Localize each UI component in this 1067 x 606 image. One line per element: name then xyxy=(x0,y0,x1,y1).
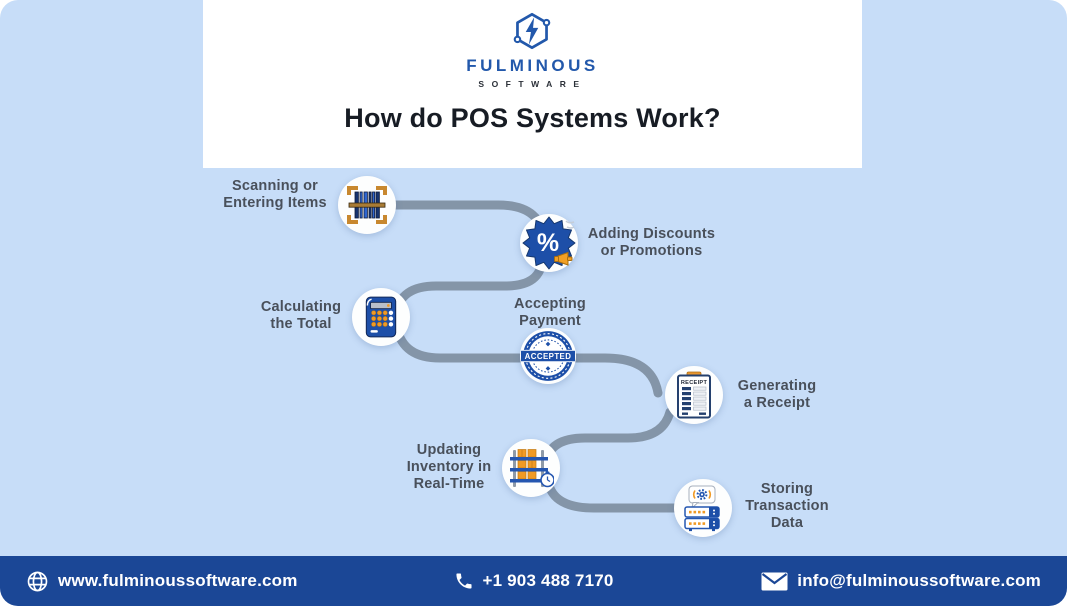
email-text: info@fulminoussoftware.com xyxy=(797,571,1041,590)
step-node-storing xyxy=(674,479,732,537)
step-node-discounts: % xyxy=(520,214,578,272)
step-label-discounts: Adding Discounts or Promotions xyxy=(587,226,716,259)
megaphone-glyph xyxy=(554,251,573,266)
website-text: www.fulminoussoftware.com xyxy=(58,571,298,590)
step-node-payment: ACCEPTED xyxy=(520,328,576,384)
accepted-stamp-icon: ACCEPTED xyxy=(521,331,575,381)
page-title: How do POS Systems Work? xyxy=(344,103,721,133)
step-label-receipt: Generating a Receipt xyxy=(737,378,817,411)
connector-5-6 xyxy=(541,407,675,467)
stopwatch-glyph xyxy=(540,471,554,488)
brand-subtitle: SOFTWARE xyxy=(478,79,587,89)
step-label-payment: Accepting Payment xyxy=(514,296,586,329)
envelope-icon xyxy=(761,572,788,590)
percent-glyph: % xyxy=(537,229,559,257)
server-data-icon xyxy=(684,485,720,531)
footer-website: www.fulminoussoftware.com xyxy=(26,556,298,606)
step-label-inventory: Updating Inventory in Real-Time xyxy=(406,442,492,492)
fulminous-logo-icon xyxy=(514,12,551,50)
receipt-icon: RECEIPT xyxy=(677,371,711,419)
connector-6-7 xyxy=(545,483,683,513)
phone-text: +1 903 488 7170 xyxy=(482,571,614,590)
receipt-title-text: RECEIPT xyxy=(681,380,708,386)
inventory-shelf-icon xyxy=(510,449,554,488)
step-node-calculating xyxy=(352,288,410,346)
discount-badge-icon: % xyxy=(522,216,576,270)
step-label-calculating: Calculating the Total xyxy=(260,299,342,332)
calculator-icon xyxy=(365,296,397,338)
phone-icon xyxy=(455,573,472,589)
step-label-storing: Storing Transaction Data xyxy=(745,481,829,531)
logo: FULMINOUS SOFTWARE xyxy=(466,8,599,89)
step-node-inventory xyxy=(502,439,560,497)
gear-glyph xyxy=(696,488,708,500)
connector-3-5 xyxy=(392,323,663,398)
step-label-scanning: Scanning or Entering Items xyxy=(223,178,327,211)
step-node-scanning xyxy=(338,176,396,234)
step-node-receipt: RECEIPT xyxy=(665,366,723,424)
barcode-scanner-icon xyxy=(347,186,387,224)
footer-email: info@fulminoussoftware.com xyxy=(761,556,1041,606)
accepted-stamp-text: ACCEPTED xyxy=(525,352,572,361)
footer-phone: +1 903 488 7170 xyxy=(453,556,613,606)
brand-name: FULMINOUS xyxy=(466,56,599,75)
globe-icon xyxy=(27,571,48,591)
header: FULMINOUS SOFTWARE How do POS Systems Wo… xyxy=(203,0,862,168)
footer-bar: www.fulminoussoftware.com +1 903 488 717… xyxy=(0,556,1067,606)
